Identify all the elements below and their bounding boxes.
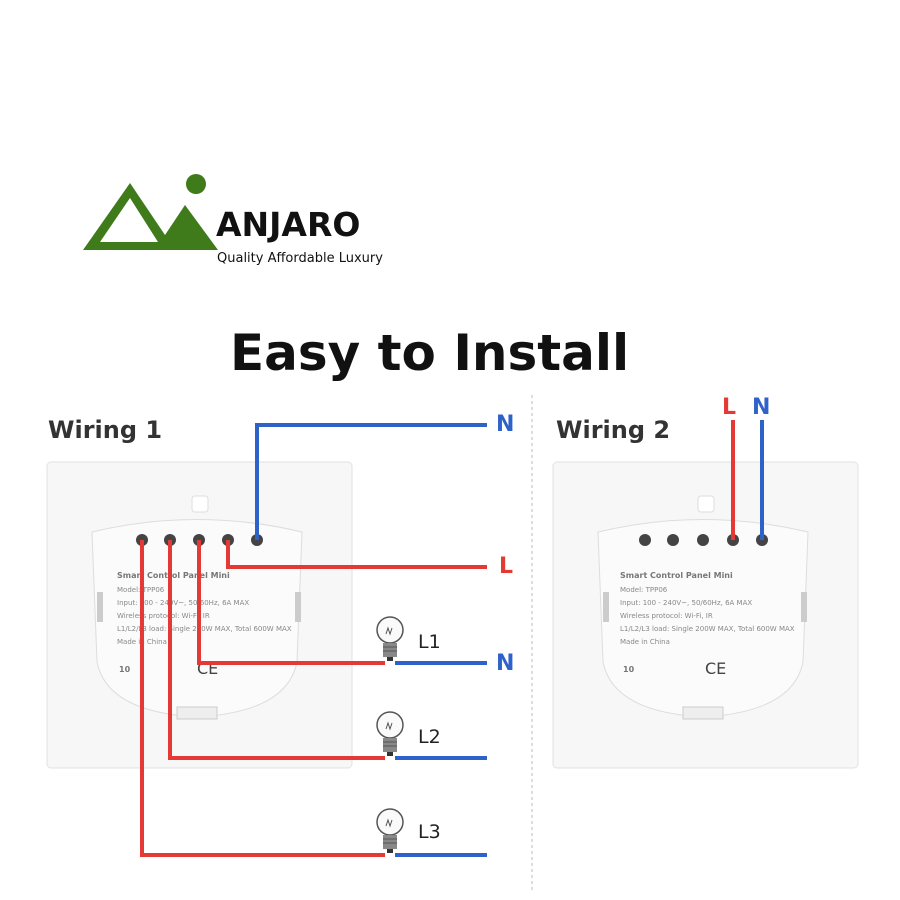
rating-mark: 10 [623, 665, 635, 674]
panel-load: L1/L2/L3 load: Single 200W MAX, Total 60… [117, 625, 292, 633]
panel-origin: Made in China [620, 638, 670, 646]
panel-model: Model: TPP06 [620, 586, 668, 594]
live-wire-in [226, 540, 487, 569]
panel-protocol: Wireless protocol: Wi-Fi, IR [117, 612, 210, 620]
panel-name: Smart Control Panel Mini [117, 571, 230, 580]
label-l: L [499, 554, 513, 579]
ce-mark: CE [705, 659, 726, 678]
load-wire-l1 [197, 540, 385, 665]
page-title: Easy to Install [230, 324, 629, 382]
switch-panel-2: Smart Control Panel Mini Model: TPP06 In… [552, 461, 859, 769]
brand-tagline: Quality Affordable Luxury [217, 251, 383, 266]
load-wire-l3 [140, 540, 385, 857]
load-label-l2: L2 [418, 726, 441, 748]
panel-input: Input: 100 - 240V~, 50/60Hz, 6A MAX [620, 599, 752, 607]
wiring2-title: Wiring 2 [556, 416, 670, 444]
panel-load: L1/L2/L3 load: Single 200W MAX, Total 60… [620, 625, 795, 633]
neutral-wire-in [255, 423, 487, 540]
bulb-icon-l1 [376, 616, 404, 662]
load-label-l3: L3 [418, 821, 441, 843]
label-n-top: N [496, 412, 514, 437]
terminals-2 [639, 534, 768, 546]
wiring1-title: Wiring 1 [48, 416, 162, 444]
logo-sun-icon [186, 174, 206, 194]
logo-mountain-icon [83, 183, 218, 250]
label-l-2: L [722, 395, 736, 420]
bulb-icon-l2 [376, 711, 404, 757]
panel-name: Smart Control Panel Mini [620, 571, 733, 580]
brand-name: ANJARO [216, 205, 360, 244]
load-wire-l2 [168, 540, 385, 760]
load-label-l1: L1 [418, 631, 441, 653]
label-n-2: N [752, 395, 770, 420]
rating-mark: 10 [119, 665, 131, 674]
panel-input: Input: 100 - 240V~, 50/60Hz, 6A MAX [117, 599, 249, 607]
bulb-icon-l3 [376, 808, 404, 854]
panel-protocol: Wireless protocol: Wi-Fi, IR [620, 612, 713, 620]
logo: ANJARO Quality Affordable Luxury [83, 174, 383, 266]
label-n-mid: N [496, 651, 514, 676]
